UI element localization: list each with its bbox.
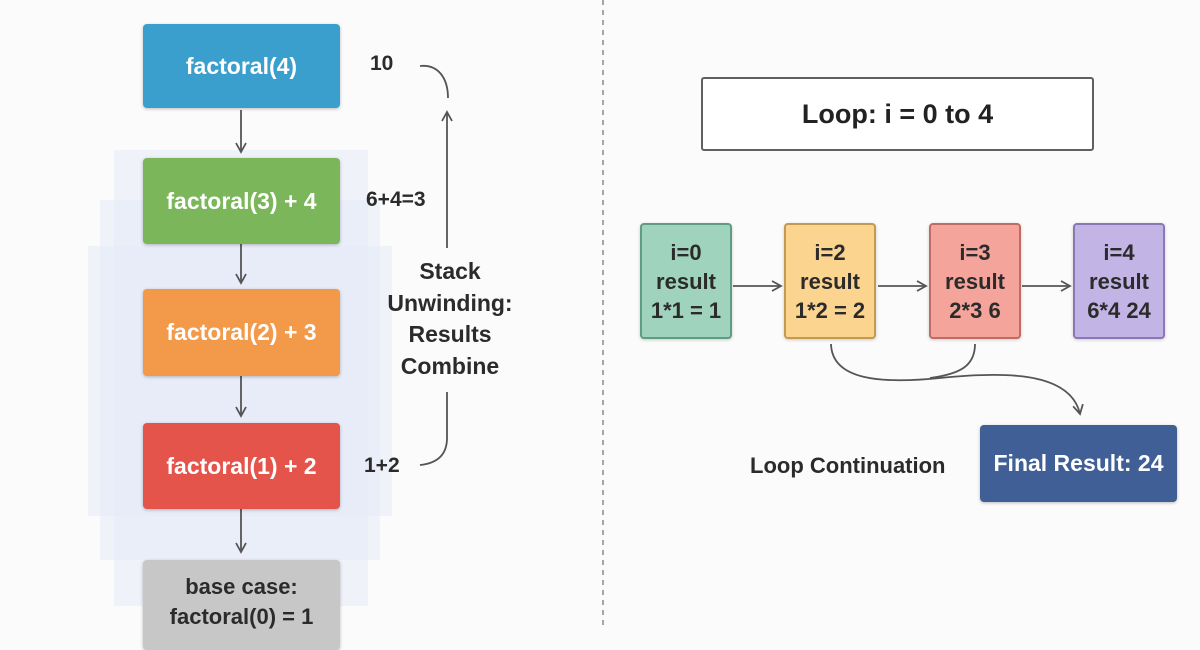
stack-unwinding-caption: Stack Unwinding: Results Combine [382,256,518,382]
iteration-index: i=4 [1103,239,1135,265]
iteration-word: result [656,268,716,294]
iteration-index: i=3 [959,239,991,265]
merge-curve-branch [929,343,976,379]
iteration-expr: 1*2 = 2 [794,297,866,323]
base-case-box: base case: factoral(0) = 1 [143,560,340,650]
iteration-word: result [945,268,1005,294]
iteration-expr: 1*1 = 1 [650,297,722,323]
iteration-box-0: i=0 result 1*1 = 1 [640,223,732,339]
iteration-expr: 6*4 24 [1087,297,1151,323]
loop-continuation-label: Loop Continuation [750,453,946,478]
iteration-box-3: i=3 result 2*3 6 [929,223,1021,339]
unwind-value-bottom: 1+2 [364,454,400,477]
unwinding-arrow-top-curve [419,65,449,99]
caption-line: Unwinding: [387,289,513,316]
frame-factoral-3: factoral(3) + 4 [143,158,340,244]
base-case-line1: base case: [185,574,298,599]
iteration-word: result [1089,268,1149,294]
caption-line: Stack [419,258,481,284]
unwinding-arrow-lower [419,392,448,466]
iteration-index: i=0 [670,239,702,265]
caption-line: Combine [400,352,500,379]
iteration-box-2: i=2 result 1*2 = 2 [784,223,876,339]
unwind-value-middle: 6+4=3 [366,188,426,211]
connector-layer [235,0,1084,630]
iteration-word: result [800,268,860,294]
caption-line: Results [408,321,492,347]
iteration-box-4: i=4 result 6*4 24 [1073,223,1165,339]
loop-header: Loop: i = 0 to 4 [701,77,1094,151]
base-case-line2: factoral(0) = 1 [169,604,314,629]
final-result-box: Final Result: 24 [980,425,1177,502]
frame-factoral-2: factoral(2) + 3 [143,289,340,376]
iteration-index: i=2 [814,239,846,265]
frame-factoral-1: factoral(1) + 2 [143,423,340,509]
unwind-value-top: 10 [370,52,394,75]
iteration-expr: 2*3 6 [949,297,1001,323]
merge-curve [830,343,1084,416]
frame-factoral-4: factoral(4) [143,24,340,108]
